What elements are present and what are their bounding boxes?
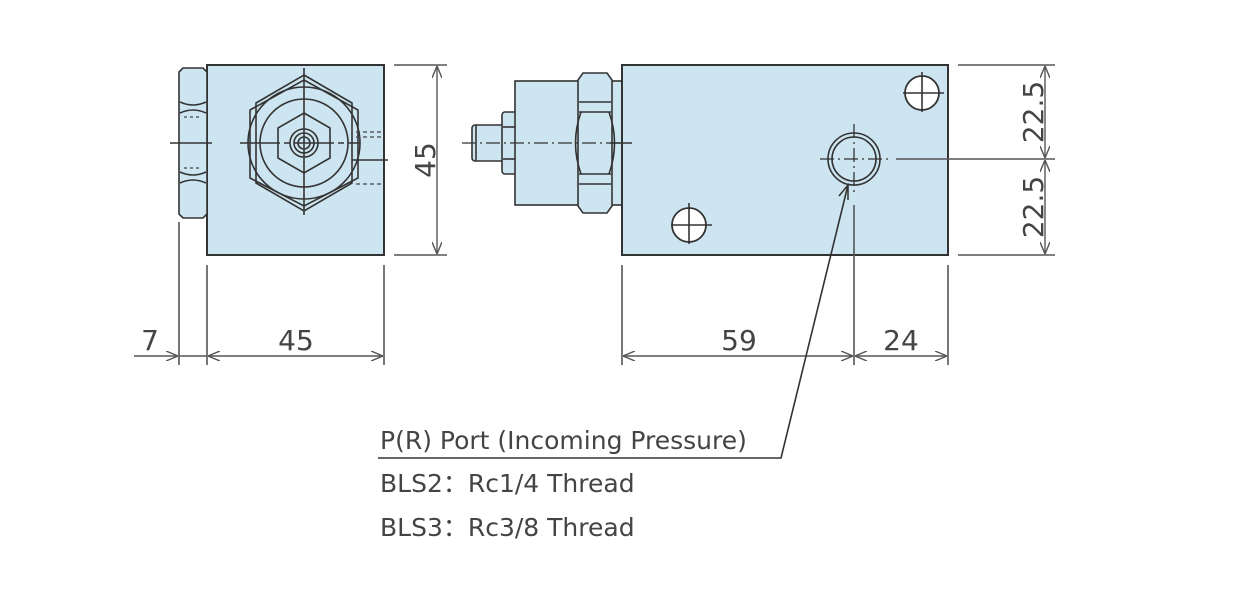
adjuster-hex	[240, 68, 388, 215]
pressure-port	[820, 124, 888, 195]
dim-label-front-width: 45	[278, 324, 314, 357]
dim-side-heights: 22.5 22.5	[896, 64, 1055, 256]
mounting-hole-top	[903, 72, 944, 112]
callout-line-bls3: BLS3：Rc3/8 Thread	[380, 513, 635, 542]
port-callout: P(R) Port (Incoming Pressure) BLS2：Rc1/4…	[380, 426, 747, 542]
dim-label-length-to-port: 59	[721, 324, 757, 357]
callout-line-bls2: BLS2：Rc1/4 Thread	[380, 469, 635, 498]
dim-label-upper-half: 22.5	[1017, 81, 1050, 143]
dim-label-nut-thickness: 7	[141, 324, 159, 357]
dim-front-width: 7 45	[134, 222, 385, 365]
dim-front-height: 45	[394, 64, 447, 256]
side-body	[621, 64, 949, 256]
side-view: 22.5 22.5 59 24	[378, 64, 1055, 459]
dim-label-lower-half: 22.5	[1017, 176, 1050, 238]
callout-label: P(R) Port (Incoming Pressure)	[380, 426, 747, 455]
port-leader	[378, 182, 849, 459]
lock-nut-profile	[170, 67, 212, 219]
dim-side-lengths: 59 24	[621, 205, 949, 365]
mounting-hole-bottom	[671, 203, 712, 244]
dim-label-front-height: 45	[409, 142, 442, 178]
dim-label-port-to-end: 24	[883, 324, 919, 357]
front-view: 45 7 45	[134, 64, 447, 365]
